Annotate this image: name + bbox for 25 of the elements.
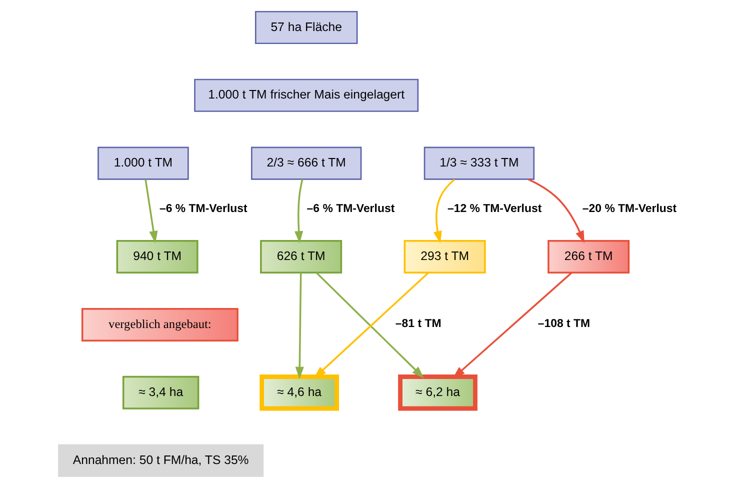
node-box: 2/3 ≈ 666 t TM — [251, 146, 362, 180]
node-box: ≈ 3,4 ha — [122, 376, 200, 410]
node-box: vergeblich angebaut: — [81, 308, 238, 342]
arrow — [433, 178, 456, 244]
edge-label: –81 t TM — [395, 318, 442, 330]
edge-label: –20 % TM-Verlust — [582, 203, 677, 216]
node-box: 1.000 t TM — [98, 146, 189, 180]
edge-label: –6 % TM-Verlust — [306, 203, 395, 216]
node-box: 293 t TM — [404, 240, 486, 274]
edge-label: –6 % TM-Verlust — [160, 203, 248, 216]
node-box: 1.000 t TM frischer Mais eingelagert — [194, 78, 419, 112]
node-box: 1/3 ≈ 333 t TM — [424, 146, 535, 180]
node-box: 940 t TM — [116, 240, 198, 274]
edge-label: –108 t TM — [538, 318, 590, 330]
arrow — [144, 179, 158, 244]
node-box: ≈ 6,2 ha — [398, 374, 478, 411]
node-box: 266 t TM — [548, 240, 630, 274]
arrow — [295, 272, 304, 380]
arrow — [528, 178, 584, 244]
edge-label: –12 % TM-Verlust — [447, 203, 542, 216]
node-box: Annahmen: 50 t FM/ha, TS 35% — [58, 444, 264, 477]
node-box: 626 t TM — [260, 240, 342, 274]
node-box: ≈ 4,6 ha — [260, 374, 339, 411]
node-box: 57 ha Fläche — [254, 10, 358, 44]
arrow — [294, 179, 304, 244]
